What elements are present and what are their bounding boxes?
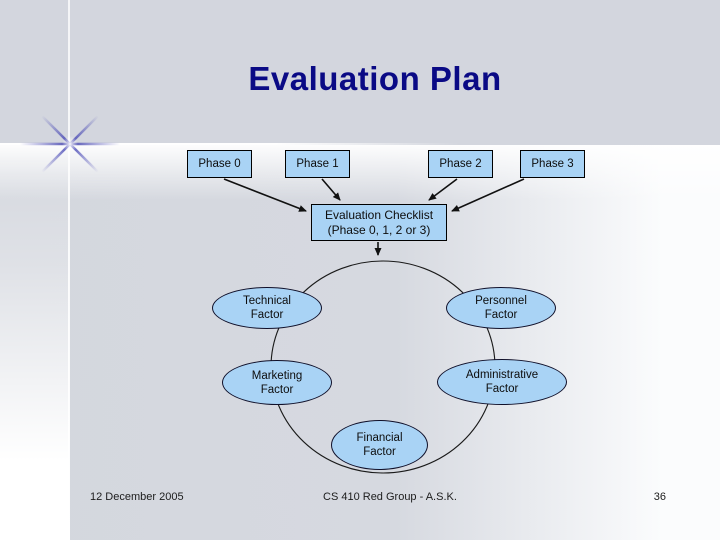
- phase-0-box: Phase 0: [187, 150, 252, 178]
- footer-group-name: CS 410 Red Group - A.S.K.: [323, 491, 457, 503]
- marketing-factor-ellipse: Marketing Factor: [222, 360, 332, 405]
- horizontal-rule-decoration: [0, 143, 460, 145]
- technical-factor-ellipse: Technical Factor: [212, 287, 322, 329]
- background-glow-strip: [0, 145, 720, 200]
- slide-title: Evaluation Plan: [248, 60, 502, 97]
- factor-label: Financial: [356, 432, 403, 444]
- factor-label: Factor: [363, 446, 396, 458]
- factor-label: Factor: [250, 309, 284, 321]
- factor-label: Personnel: [475, 295, 527, 307]
- arrow-phase3-to-checklist: [451, 178, 525, 212]
- checklist-line2: (Phase 0, 1, 2 or 3): [327, 222, 431, 237]
- phase-2-label: Phase 2: [439, 158, 482, 170]
- arrow-phase1-to-checklist: [321, 178, 341, 201]
- lens-flare-icon: [20, 115, 120, 173]
- factor-label: Factor: [485, 383, 519, 395]
- administrative-factor-ellipse: Administrative Factor: [437, 359, 567, 405]
- phase-3-label: Phase 3: [531, 158, 574, 170]
- evaluation-checklist-box: Evaluation Checklist (Phase 0, 1, 2 or 3…: [311, 204, 447, 241]
- personnel-factor-ellipse: Personnel Factor: [446, 287, 556, 329]
- footer-date: 12 December 2005: [90, 491, 184, 503]
- arrow-phase0-to-checklist: [223, 178, 307, 212]
- background-top-band: [0, 0, 720, 145]
- checklist-line1: Evaluation Checklist: [324, 207, 434, 222]
- vertical-rule-decoration: [68, 0, 70, 540]
- factor-label: Factor: [260, 383, 294, 396]
- arrow-phase2-to-checklist: [428, 178, 458, 201]
- factor-label: Technical: [243, 295, 291, 307]
- phase-0-label: Phase 0: [198, 158, 241, 170]
- phase-2-box: Phase 2: [428, 150, 493, 178]
- background-left-column: [0, 145, 69, 540]
- phase-1-box: Phase 1: [285, 150, 350, 178]
- factor-label: Administrative: [465, 369, 539, 381]
- phase-1-label: Phase 1: [296, 158, 339, 170]
- financial-factor-ellipse: Financial Factor: [331, 420, 428, 470]
- factor-label: Marketing: [251, 369, 303, 382]
- factor-label: Factor: [484, 309, 518, 321]
- slide-page-number: 36: [653, 491, 666, 503]
- phase-3-box: Phase 3: [520, 150, 585, 178]
